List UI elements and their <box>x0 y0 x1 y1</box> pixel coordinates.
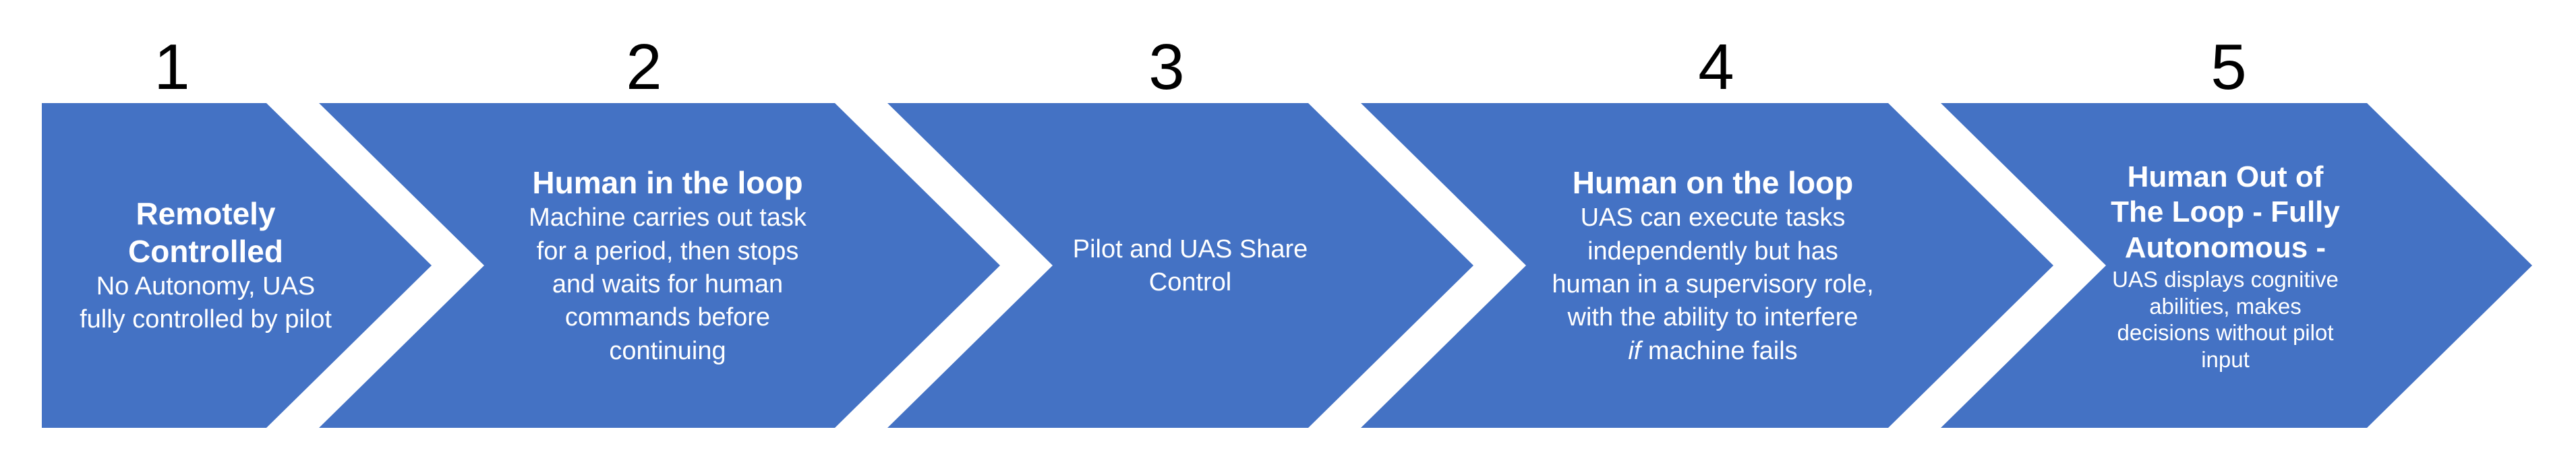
stage-5-text: Human Out of The Loop - Fully Autonomous… <box>2077 104 2374 428</box>
stage-3-chevron <box>887 103 1473 428</box>
stage-5-number: 5 <box>2211 31 2246 103</box>
stage-4-number: 4 <box>1698 31 1734 103</box>
stage-3-description: Pilot and UAS Share Control <box>1073 233 1308 300</box>
stage-3-desc-line: Control <box>1148 268 1232 296</box>
stage-4-desc-line-rest: machine fails <box>1641 336 1798 365</box>
stage-2-title: Human in the loop <box>532 164 802 201</box>
stage-4-desc-line: independently but has <box>1587 236 1838 265</box>
stage-2-desc-line: commands before <box>564 303 771 332</box>
stage-4-description: UAS can execute tasks independently but … <box>1552 201 1873 368</box>
stage-1-desc-line: fully controlled by pilot <box>80 305 332 334</box>
stage-4-title-line: Human on the loop <box>1572 164 1854 200</box>
stage-2-desc-line: continuing <box>609 336 726 365</box>
stage-4-desc-line: human in a supervisory role, <box>1552 270 1874 298</box>
stage-5-description: UAS displays cognitive abilities, makes … <box>2112 266 2339 373</box>
stage-1-title-line: Remotely <box>136 196 276 232</box>
stage-5-desc-line: input <box>2201 346 2250 372</box>
stage-3-text: Pilot and UAS Share Control <box>1035 104 1345 428</box>
stage-2-desc-line: for a period, then stops <box>536 236 799 265</box>
stage-5-desc-line: abilities, makes <box>2149 293 2302 319</box>
stage-4-desc-line: UAS can execute tasks <box>1580 203 1846 232</box>
stage-5-title-line: The Loop - Fully <box>2111 195 2340 229</box>
stage-4-italic-word: if <box>1628 336 1641 365</box>
stage-1-text: Remotely Controlled No Autonomy, UAS ful… <box>40 104 371 428</box>
stage-2-number: 2 <box>626 31 662 103</box>
stage-5-title: Human Out of The Loop - Fully Autonomous… <box>2111 160 2340 266</box>
stage-3-number: 3 <box>1148 31 1184 103</box>
stage-4-desc-line: with the ability to interfere <box>1567 303 1858 332</box>
stage-5-title-line: Human Out of <box>2127 160 2324 193</box>
stage-4-title: Human on the loop <box>1573 164 1854 201</box>
stage-1-title-line: Controlled <box>128 233 283 269</box>
stage-2-description: Machine carries out task for a period, t… <box>529 201 807 368</box>
stage-1-number: 1 <box>154 31 189 103</box>
stage-2-chevron <box>319 103 1000 428</box>
stage-2-desc-line: Machine carries out task <box>529 203 807 232</box>
stage-4-chevron <box>1361 103 2053 428</box>
stage-2-title-line: Human in the loop <box>532 164 803 200</box>
stage-3-desc-line: Pilot and UAS Share <box>1072 234 1308 263</box>
stage-4-desc-line-last: if machine fails <box>1552 335 1873 368</box>
stage-1-description: No Autonomy, UAS fully controlled by pil… <box>80 270 332 337</box>
stage-5-title-line: Autonomous - <box>2124 231 2326 265</box>
stage-5-desc-line: UAS displays cognitive <box>2112 267 2339 292</box>
stage-1-title: Remotely Controlled <box>128 195 283 270</box>
stage-1-chevron <box>42 103 432 428</box>
stage-5-chevron <box>1941 103 2532 428</box>
stage-4-text: Human on the loop UAS can execute tasks … <box>1504 104 1922 428</box>
stage-1-desc-line: No Autonomy, UAS <box>96 272 316 300</box>
stage-2-desc-line: and waits for human <box>552 270 784 298</box>
stage-5-desc-line: decisions without pilot <box>2117 320 2334 346</box>
stage-2-text: Human in the loop Machine carries out ta… <box>479 104 856 428</box>
